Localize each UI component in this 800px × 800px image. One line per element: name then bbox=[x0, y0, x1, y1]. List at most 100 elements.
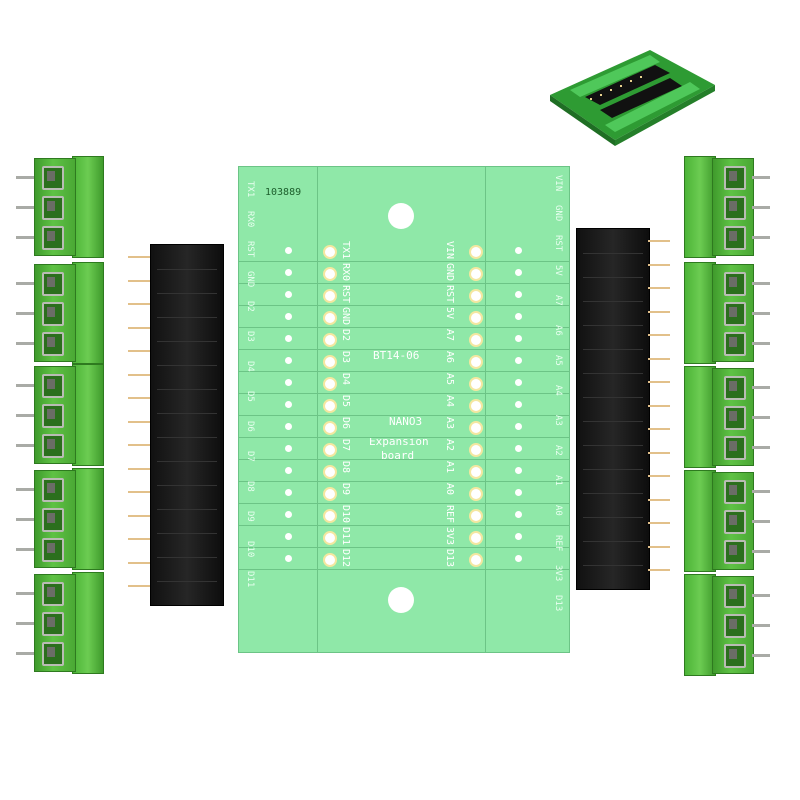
screw-slot bbox=[724, 436, 746, 460]
pcb-divider bbox=[239, 547, 569, 548]
pcb-pad-right bbox=[515, 335, 522, 342]
header-ridge bbox=[157, 461, 217, 462]
terminal-block-right-5 bbox=[682, 574, 772, 676]
terminal-block-right-4 bbox=[682, 470, 772, 572]
header-ridge bbox=[157, 365, 217, 366]
screw-slot bbox=[42, 538, 64, 562]
screw-slot bbox=[42, 404, 64, 428]
header-ridge bbox=[583, 469, 643, 470]
pin-label-left: D12 bbox=[340, 549, 351, 568]
pcb-pad-left bbox=[285, 555, 292, 562]
edge-label-right: VIN bbox=[553, 175, 563, 192]
screw-slot bbox=[724, 196, 746, 220]
pin-label-right: A5 bbox=[444, 373, 455, 386]
header-ridge bbox=[157, 293, 217, 294]
header-pin bbox=[128, 420, 150, 423]
screw-slot bbox=[42, 374, 64, 398]
pin-label-right: D13 bbox=[444, 549, 455, 568]
edge-label-right: A5 bbox=[553, 355, 563, 366]
terminal-pin bbox=[16, 414, 34, 417]
header-ridge bbox=[157, 389, 217, 390]
pcb-pad-right bbox=[515, 401, 522, 408]
model-code-label: BT14-06 bbox=[373, 349, 420, 362]
terminal-pin bbox=[752, 176, 770, 179]
header-pin bbox=[648, 334, 670, 336]
pcb-divider bbox=[239, 525, 569, 526]
pcb-pad-right bbox=[515, 269, 522, 276]
terminal-pin bbox=[752, 550, 770, 553]
header-pin bbox=[128, 491, 150, 493]
pin-label-right: RST bbox=[444, 285, 455, 304]
header-hole-right bbox=[469, 311, 483, 325]
terminal-pin bbox=[752, 312, 770, 315]
terminal-pin bbox=[752, 490, 770, 493]
header-hole-left bbox=[323, 355, 337, 369]
header-hole-right bbox=[469, 333, 483, 347]
header-pin bbox=[128, 373, 150, 376]
screw-slot bbox=[42, 166, 64, 190]
header-hole-left bbox=[323, 421, 337, 435]
screw-slot bbox=[724, 614, 746, 638]
screw-slot bbox=[724, 584, 746, 608]
pcb-divider bbox=[239, 371, 569, 372]
pin-label-right: A1 bbox=[444, 461, 455, 474]
pin-label-right: A3 bbox=[444, 417, 455, 430]
header-pin bbox=[648, 240, 670, 242]
terminal-pin bbox=[16, 236, 34, 239]
pcb-pad-right bbox=[515, 555, 522, 562]
screw-slot bbox=[724, 644, 746, 668]
pcb-divider bbox=[239, 305, 569, 306]
pcb-pad-right bbox=[515, 489, 522, 496]
screw-slot bbox=[42, 582, 64, 606]
terminal-pin bbox=[16, 384, 34, 387]
edge-label-left: TX1 bbox=[245, 181, 255, 198]
header-pin bbox=[128, 444, 150, 446]
terminal-pin bbox=[16, 488, 34, 491]
pin-label-left: D6 bbox=[340, 417, 351, 430]
pin-label-left: RST bbox=[340, 285, 351, 304]
header-hole-right bbox=[469, 245, 483, 259]
header-pin bbox=[648, 498, 670, 501]
terminal-pin bbox=[752, 206, 770, 209]
header-ridge bbox=[583, 493, 643, 494]
terminal-block-left-2 bbox=[14, 262, 104, 364]
pcb-divider bbox=[239, 415, 569, 416]
pcb-divider bbox=[239, 261, 569, 262]
pin-label-right: 5V bbox=[444, 307, 455, 320]
header-pin bbox=[648, 310, 670, 313]
header-pin bbox=[648, 545, 670, 548]
pcb-pad-right bbox=[515, 533, 522, 540]
header-pin bbox=[128, 326, 150, 329]
edge-label-right: A1 bbox=[553, 475, 563, 486]
pin-label-left: D7 bbox=[340, 439, 351, 452]
terminal-block-right-3 bbox=[682, 366, 772, 468]
header-hole-right bbox=[469, 443, 483, 457]
screw-slot bbox=[724, 302, 746, 326]
screw-slot bbox=[42, 642, 64, 666]
header-hole-left bbox=[323, 267, 337, 281]
header-pin bbox=[648, 451, 670, 454]
pcb-pad-right bbox=[515, 511, 522, 518]
pcb-pad-right bbox=[515, 291, 522, 298]
header-pin bbox=[648, 522, 670, 524]
pin-label-left: D10 bbox=[340, 505, 351, 524]
screw-slot bbox=[42, 302, 64, 326]
pin-label-left: D2 bbox=[340, 329, 351, 342]
pcb-pad-right bbox=[515, 423, 522, 430]
header-pin bbox=[648, 357, 670, 360]
pcb-divider bbox=[239, 459, 569, 460]
pcb-pad-left bbox=[285, 489, 292, 496]
header-pin bbox=[128, 585, 150, 587]
header-hole-left bbox=[323, 443, 337, 457]
pin-label-right: A2 bbox=[444, 439, 455, 452]
terminal-pin bbox=[752, 342, 770, 345]
pin-label-right: A0 bbox=[444, 483, 455, 496]
terminal-block-right-1 bbox=[682, 156, 772, 258]
pcb-divider bbox=[239, 569, 569, 570]
pcb-pad-left bbox=[285, 379, 292, 386]
header-hole-left bbox=[323, 311, 337, 325]
terminal-pin bbox=[16, 312, 34, 315]
female-header-right bbox=[576, 228, 650, 590]
header-hole-left bbox=[323, 333, 337, 347]
serial-label: 103889 bbox=[265, 187, 302, 198]
